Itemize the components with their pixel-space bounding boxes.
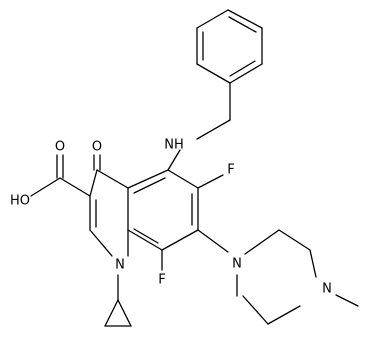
cyclopropyl-group [104, 274, 132, 327]
piperazine-n1-label: N [232, 257, 242, 272]
pyridone-ring [89, 169, 129, 257]
n1-label: N [115, 258, 125, 273]
fluorine-8-label: F [158, 273, 165, 288]
hydroxyl-label: HO [10, 194, 30, 209]
carbonyl-oxygen-label: O [55, 140, 65, 155]
atom-labels: NH O HO O F F N N N [10, 138, 332, 297]
fluorine-bonds [161, 174, 224, 271]
benzo-ring [127, 169, 199, 251]
carboxylic-acid-group [30, 154, 91, 197]
piperazine-n4-label: N [322, 282, 332, 297]
nh-label: NH [164, 138, 184, 153]
keto-group [93, 154, 101, 171]
phenyl-ring [196, 9, 263, 84]
keto-oxygen-label: O [92, 140, 102, 155]
methylpiperazine-ring [197, 229, 359, 325]
fluorine-6-label: F [227, 163, 234, 178]
benzylamino-linker [167, 82, 231, 171]
